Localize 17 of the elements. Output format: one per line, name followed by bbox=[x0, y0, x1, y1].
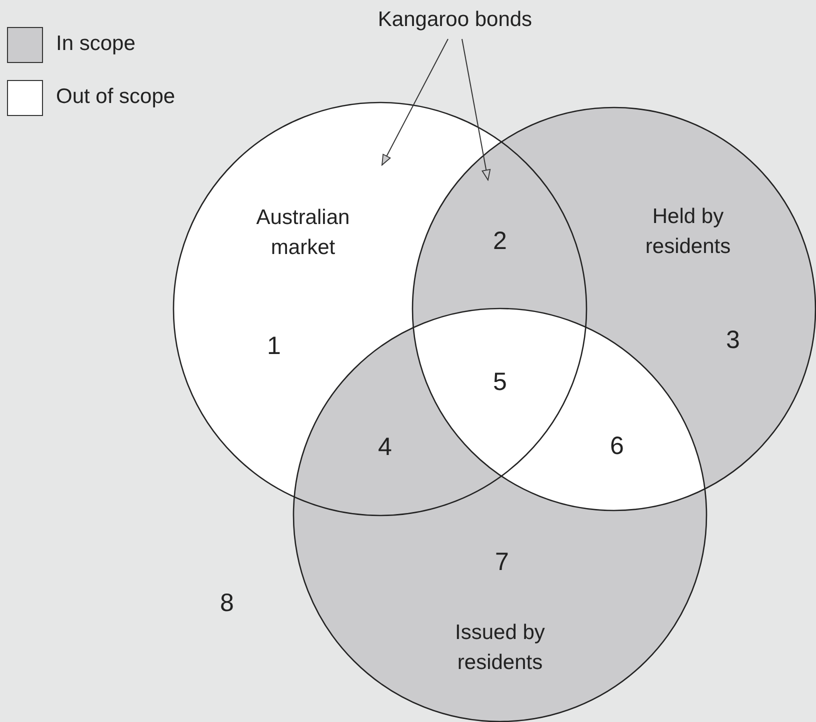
circle-label: Issued by residents bbox=[454, 620, 546, 676]
callout-text: Kangaroo bonds bbox=[365, 5, 545, 35]
region-number: 8 bbox=[220, 589, 234, 617]
region-number: 6 bbox=[610, 432, 624, 460]
leader-arrow bbox=[462, 38, 491, 180]
region-number: 5 bbox=[493, 368, 507, 396]
region-number: 1 bbox=[267, 332, 281, 360]
circle-label: Australian market bbox=[255, 205, 351, 261]
region-number: 4 bbox=[378, 433, 392, 461]
legend-label: In scope bbox=[56, 31, 136, 57]
venn-circle bbox=[293, 308, 707, 722]
leader-arrow bbox=[382, 38, 448, 166]
region-number: 7 bbox=[495, 548, 509, 576]
legend-label: Out of scope bbox=[56, 84, 176, 110]
circle-label: Held by residents bbox=[644, 204, 732, 260]
region-number: 2 bbox=[493, 227, 507, 255]
region-number: 3 bbox=[726, 326, 740, 354]
